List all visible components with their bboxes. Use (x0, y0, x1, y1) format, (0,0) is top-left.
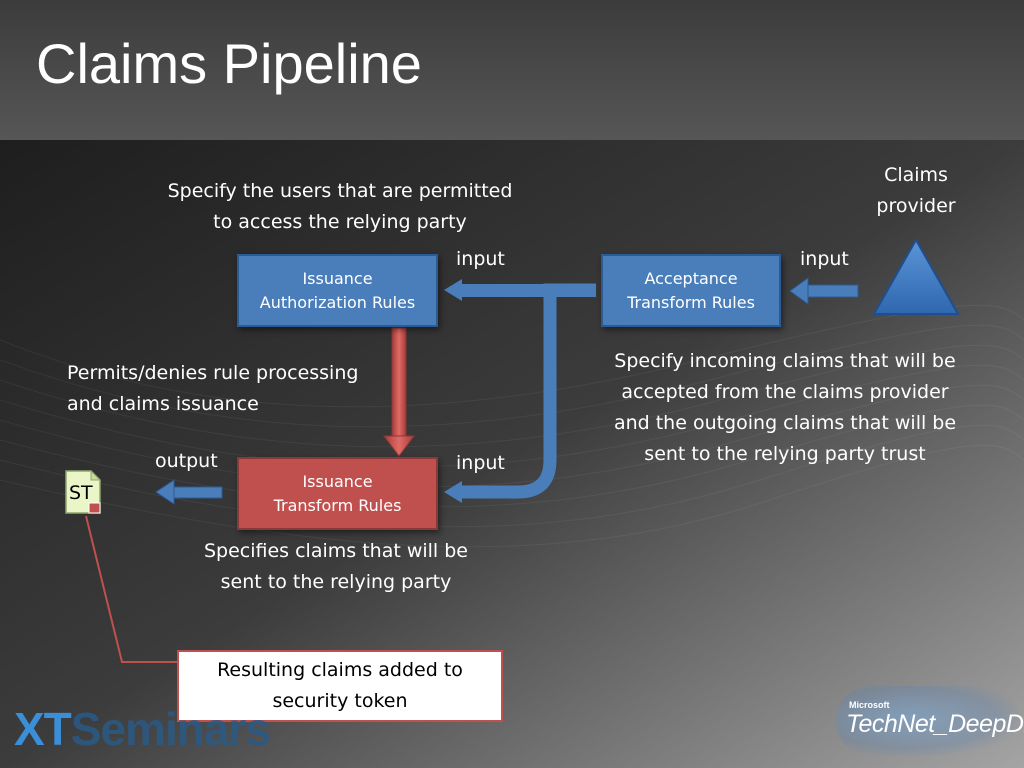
result-line: security token (272, 690, 408, 712)
port-input-authorization: input (456, 248, 505, 270)
technet-deepdive-wordmark: TechNet_DeepDive (846, 710, 1024, 738)
note-line: and the outgoing claims that will be (613, 412, 957, 434)
claims-provider-label-line: Claims (884, 164, 948, 186)
note-authorization-purpose: Specify the users that are permitted to … (140, 176, 540, 238)
claims-provider-triangle (872, 237, 960, 315)
issuance-transform-rules-box: Issuance Transform Rules (237, 457, 438, 530)
note-line: sent to the relying party trust (644, 443, 926, 465)
note-issuance-purpose: Specifies claims that will be sent to th… (186, 536, 486, 598)
arrow-authorization-to-issuance (383, 327, 415, 457)
security-token-document-icon (65, 470, 101, 514)
note-line: sent to the relying party (220, 571, 452, 593)
security-token-label: ST (69, 482, 93, 504)
arrow-output-to-token (155, 479, 223, 505)
note-line: and claims issuance (67, 393, 259, 415)
result-line: Resulting claims added to (217, 659, 463, 681)
slide-title: Claims Pipeline (36, 32, 422, 95)
box-line: Acceptance (644, 268, 738, 288)
claims-provider-label: Claims provider (862, 160, 970, 222)
acceptance-transform-rules-box: Acceptance Transform Rules (601, 254, 781, 327)
connector-acceptance-loop (462, 283, 596, 499)
note-line: Permits/denies rule processing (67, 362, 359, 384)
technet-logo-glow (836, 686, 1020, 756)
box-line: Issuance (302, 268, 373, 288)
issuance-authorization-rules-box: Issuance Authorization Rules (237, 254, 438, 327)
technet-deepdive-logo: Microsoft TechNet_DeepDive (846, 700, 1024, 739)
microsoft-wordmark: Microsoft (849, 700, 890, 710)
note-line: Specify the users that are permitted (167, 180, 513, 202)
port-input-acceptance: input (800, 248, 849, 270)
note-line: accepted from the claims provider (621, 381, 949, 403)
xtseminars-logo: XTSeminars (14, 702, 271, 756)
note-line: Specify incoming claims that will be (614, 350, 956, 372)
background-panel (0, 140, 1024, 768)
box-line: Transform Rules (627, 292, 755, 312)
title-band (0, 0, 1024, 140)
note-authorization-effect: Permits/denies rule processing and claim… (67, 358, 358, 420)
diagram-graphics (0, 140, 1024, 768)
claims-provider-label-line: provider (876, 195, 956, 217)
arrow-provider-to-acceptance (789, 277, 859, 305)
port-input-issuance-transform: input (456, 452, 505, 474)
box-line: Authorization Rules (259, 292, 416, 312)
box-line: Transform Rules (273, 495, 402, 515)
note-acceptance-purpose: Specify incoming claims that will be acc… (590, 346, 980, 470)
box-line: Issuance (302, 471, 373, 491)
xtseminars-logo-seminars: Seminars (70, 703, 271, 755)
connector-token-to-result (85, 515, 177, 663)
port-output: output (155, 450, 218, 472)
note-line: Specifies claims that will be (203, 540, 468, 562)
arrow-into-authorization (444, 279, 596, 301)
note-line: to access the relying party (213, 211, 467, 233)
xtseminars-logo-xt: XT (14, 703, 72, 755)
resulting-claims-box: Resulting claims added to security token (177, 650, 503, 722)
arrow-into-issuance-transform (444, 481, 462, 503)
